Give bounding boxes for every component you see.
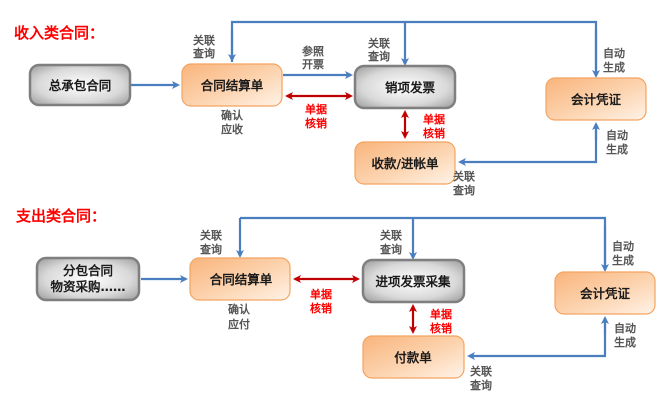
expense-box-contract-label-2: 物资采购…… <box>50 279 125 294</box>
income-label-ref-invoice-1: 参照 <box>302 44 324 58</box>
income-label-auto-top-1: 自动 <box>603 46 625 60</box>
expense-box-payment-label: 付款单 <box>394 350 432 365</box>
income-label-writeoff2-2: 核销 <box>423 126 445 140</box>
expense-arrow-voucher-to-payment <box>467 318 607 360</box>
income-label-query-invoice-2: 查询 <box>368 49 390 63</box>
expense-label-writeoff2-2: 核销 <box>430 321 452 335</box>
income-label-query-invoice-1: 关联 <box>368 36 390 50</box>
income-label-writeoff1-1: 单据 <box>305 102 327 116</box>
expense-box-contract-label-1: 分包合同 <box>63 263 113 278</box>
expense-label-query-payment-2: 查询 <box>470 378 492 392</box>
income-label-ref-invoice-2: 开票 <box>302 58 324 71</box>
income-label-confirm-2: 应收 <box>221 122 243 136</box>
income-connectors <box>131 20 600 166</box>
income-box-receipt-label: 收款/进帐单 <box>371 156 439 171</box>
expense-label-confirm-1: 确认 <box>228 302 251 316</box>
income-label-confirm-1: 确认 <box>221 108 244 122</box>
income-label-query-receipt-2: 查询 <box>453 183 475 197</box>
income-box-invoice[interactable]: 销项发票 <box>353 64 457 110</box>
income-label-writeoff1-2: 核销 <box>305 116 327 130</box>
expense-connectors <box>141 216 609 360</box>
income-label-auto-bottom-1: 自动 <box>606 128 628 142</box>
income-box-settlement-label: 合同结算单 <box>201 78 264 93</box>
expense-label-query-invoice-2: 查询 <box>380 242 402 256</box>
income-box-voucher[interactable]: 会计凭证 <box>545 77 647 121</box>
expense-label-query-settlement-2: 查询 <box>200 242 222 256</box>
expense-section-title: 支出类合同： <box>15 207 106 225</box>
expense-label-writeoff2-1: 单据 <box>430 307 452 321</box>
income-labels: 关联 查询 参照 开票 关联 查询 确认 应收 单据 核销 单据 核销 自动 生… <box>193 33 628 197</box>
income-box-voucher-label: 会计凭证 <box>571 92 622 107</box>
income-box-settlement[interactable]: 合同结算单 <box>181 63 283 107</box>
expense-box-settlement[interactable]: 合同结算单 <box>189 257 291 301</box>
income-arrow-voucher-to-receipt <box>458 124 598 166</box>
expense-label-writeoff1-1: 单据 <box>310 287 332 301</box>
expense-label-auto-top-2: 生成 <box>612 253 634 267</box>
expense-label-auto-top-1: 自动 <box>612 239 634 253</box>
income-label-query-receipt-1: 关联 <box>453 169 475 183</box>
expense-box-payment[interactable]: 付款单 <box>362 335 465 379</box>
expense-box-invoice-label: 进项发票采集 <box>375 274 451 289</box>
expense-box-contract[interactable]: 分包合同 物资采购…… <box>35 256 141 302</box>
expense-box-invoice[interactable]: 进项发票采集 <box>361 258 466 304</box>
expense-label-auto-bottom-1: 自动 <box>614 321 636 335</box>
income-box-invoice-label: 销项发票 <box>385 80 436 95</box>
income-label-auto-bottom-2: 生成 <box>606 142 628 156</box>
income-label-writeoff2-1: 单据 <box>423 112 445 126</box>
expense-label-query-settlement-1: 关联 <box>200 228 222 242</box>
income-box-receipt[interactable]: 收款/进帐单 <box>354 141 456 185</box>
income-label-auto-top-2: 生成 <box>603 60 625 74</box>
income-label-query-settlement-2: 查询 <box>193 46 215 60</box>
expense-labels: 关联 查询 关联 查询 确认 应付 单据 核销 单据 核销 自动 生成 自动 生… <box>200 228 636 392</box>
expense-label-writeoff1-2: 核销 <box>310 301 332 315</box>
income-box-contract-label: 总承包合同 <box>49 78 112 93</box>
expense-label-query-invoice-1: 关联 <box>380 228 402 242</box>
income-label-query-settlement-1: 关联 <box>193 33 215 47</box>
expense-label-auto-bottom-2: 生成 <box>614 335 636 349</box>
income-section-title: 收入类合同： <box>14 24 104 42</box>
expense-label-confirm-2: 应付 <box>228 317 250 331</box>
expense-box-settlement-label: 合同结算单 <box>210 272 273 287</box>
expense-box-voucher-label: 会计凭证 <box>580 286 631 301</box>
income-box-contract[interactable]: 总承包合同 <box>28 63 132 107</box>
expense-box-voucher[interactable]: 会计凭证 <box>554 271 656 315</box>
expense-label-query-payment-1: 关联 <box>470 364 492 378</box>
